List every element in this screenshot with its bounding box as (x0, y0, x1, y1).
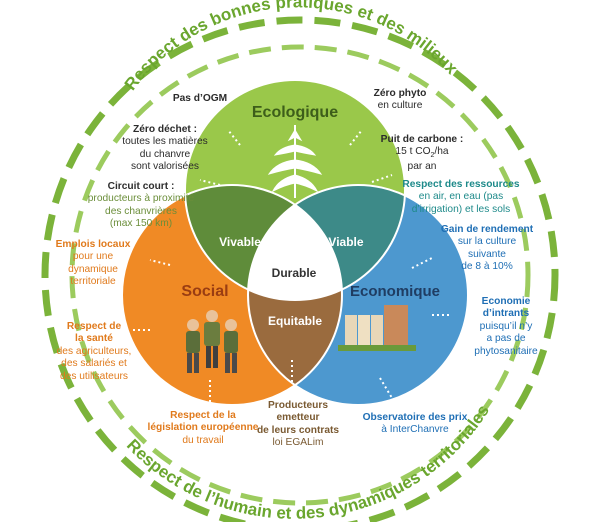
item-emplois-locaux: Emplois locaux pour une dynamique territ… (55, 239, 131, 288)
label-equitable: Equitable (268, 314, 322, 328)
item-respect-ressources: Respect des ressources en air, en eau (p… (402, 179, 520, 215)
item-producteurs: Producteurs emetteur de leurs contrats l… (256, 400, 340, 449)
arrow-icon (411, 257, 433, 269)
overlap-center (248, 185, 342, 300)
item-respect-sante: Respect de la santé des agriculteurs, de… (56, 321, 132, 382)
label-durable: Durable (272, 266, 317, 280)
item-economie-intrants: Economie d’intrants puisqu’il n’y a pas … (474, 296, 538, 357)
item-legislation: Respect de la législation européenne du … (147, 410, 259, 446)
hemp-plant-icon (267, 125, 323, 198)
item-puit-carbone: Puit de carbone : 15 t CO2/ha par an (380, 134, 464, 172)
arrow-icon (227, 129, 241, 146)
arrow-icon (199, 179, 221, 186)
arrow-icon (349, 129, 363, 146)
item-observatoire: Observatoire des prix à InterChanvre (362, 412, 468, 436)
farmers-icon (186, 310, 238, 373)
arrow-icon (371, 174, 393, 183)
item-gain-rendement: Gain de rendement sur la culture suivant… (440, 224, 534, 273)
outer-dashed-ring (41, 16, 559, 527)
label-ecologique: Ecologique (252, 104, 338, 121)
arrow-icon (379, 377, 393, 399)
arrows (130, 129, 452, 405)
label-economique: Economique (350, 283, 440, 300)
item-circuit-court: Circuit court : producteurs à proximité … (87, 181, 195, 230)
label-viable: Viable (328, 235, 363, 249)
item-pas-ogm: Pas d’OGM (172, 93, 228, 104)
inner-dashed-ring (69, 44, 531, 506)
factory-icon (338, 305, 416, 351)
label-social: Social (181, 283, 228, 300)
arrow-icon (149, 259, 171, 266)
item-zero-dechet: Zéro déchet : toutes les matières du cha… (122, 124, 208, 173)
label-vivable: Vivable (219, 235, 261, 249)
